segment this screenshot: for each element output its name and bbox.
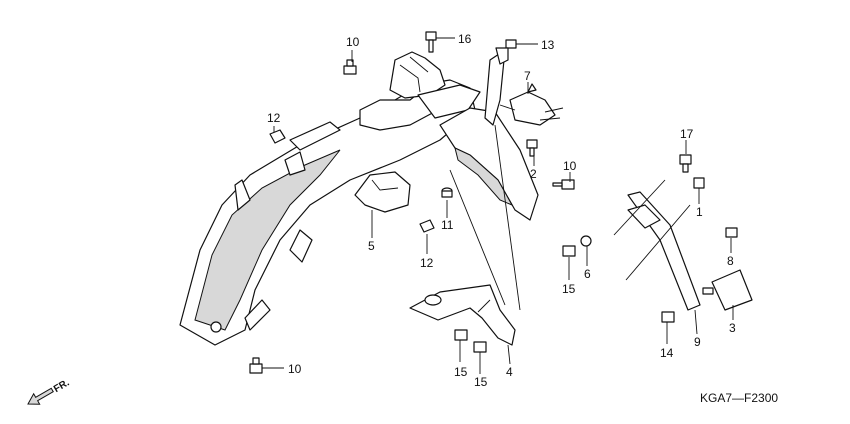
diagram-code: KGA7—F2300 — [700, 391, 778, 405]
label-11: 11 — [441, 218, 454, 232]
label-6: 6 — [584, 267, 591, 281]
label-3: 3 — [729, 321, 736, 335]
collar-11 — [441, 187, 453, 198]
front-label: FR. — [52, 377, 72, 395]
label-15-mid: 15 — [474, 375, 488, 389]
bolt-10-mid — [552, 179, 575, 190]
nut-8 — [725, 227, 738, 238]
bolt-17 — [679, 154, 692, 173]
bracket-4 — [409, 284, 516, 346]
reflector-3 — [702, 269, 753, 311]
bracket-7 — [499, 83, 564, 126]
washer-6 — [580, 235, 592, 247]
label-10-top: 10 — [346, 35, 360, 49]
label-1: 1 — [696, 205, 703, 219]
label-13: 13 — [541, 38, 555, 52]
label-14: 14 — [660, 346, 674, 360]
nut-15-mid — [473, 341, 487, 353]
label-2: 2 — [530, 167, 537, 181]
bolt-13 — [495, 39, 517, 65]
nut-12-top — [269, 129, 286, 144]
label-17: 17 — [680, 127, 694, 141]
bolt-10-top — [343, 59, 357, 75]
bolt-2 — [526, 139, 538, 157]
label-15-left: 15 — [454, 365, 468, 379]
label-7: 7 — [524, 69, 531, 83]
nut-15-left — [454, 329, 468, 341]
label-16: 16 — [458, 32, 472, 46]
license-bracket-9 — [613, 179, 701, 311]
label-10-bottom: 10 — [288, 362, 302, 376]
rear-fender — [179, 49, 539, 346]
label-10-mid: 10 — [563, 159, 577, 173]
nut-1 — [693, 177, 705, 189]
bolt-10-bottom — [249, 357, 263, 374]
front-direction-arrow: FR. — [27, 377, 72, 405]
nut-14 — [661, 311, 675, 323]
label-5: 5 — [368, 239, 375, 253]
leader-lines — [262, 37, 734, 374]
label-9: 9 — [694, 335, 701, 349]
label-8: 8 — [727, 254, 734, 268]
label-12-bottom: 12 — [420, 256, 434, 270]
label-15-right: 15 — [562, 282, 576, 296]
nut-15-right — [562, 245, 576, 257]
label-12-top: 12 — [267, 111, 281, 125]
bolt-16 — [425, 31, 437, 53]
nut-12-bottom — [419, 219, 435, 233]
label-4: 4 — [506, 365, 513, 379]
callout-labels: 16 13 10 12 7 2 10 11 5 12 17 1 8 3 9 14… — [267, 32, 736, 389]
